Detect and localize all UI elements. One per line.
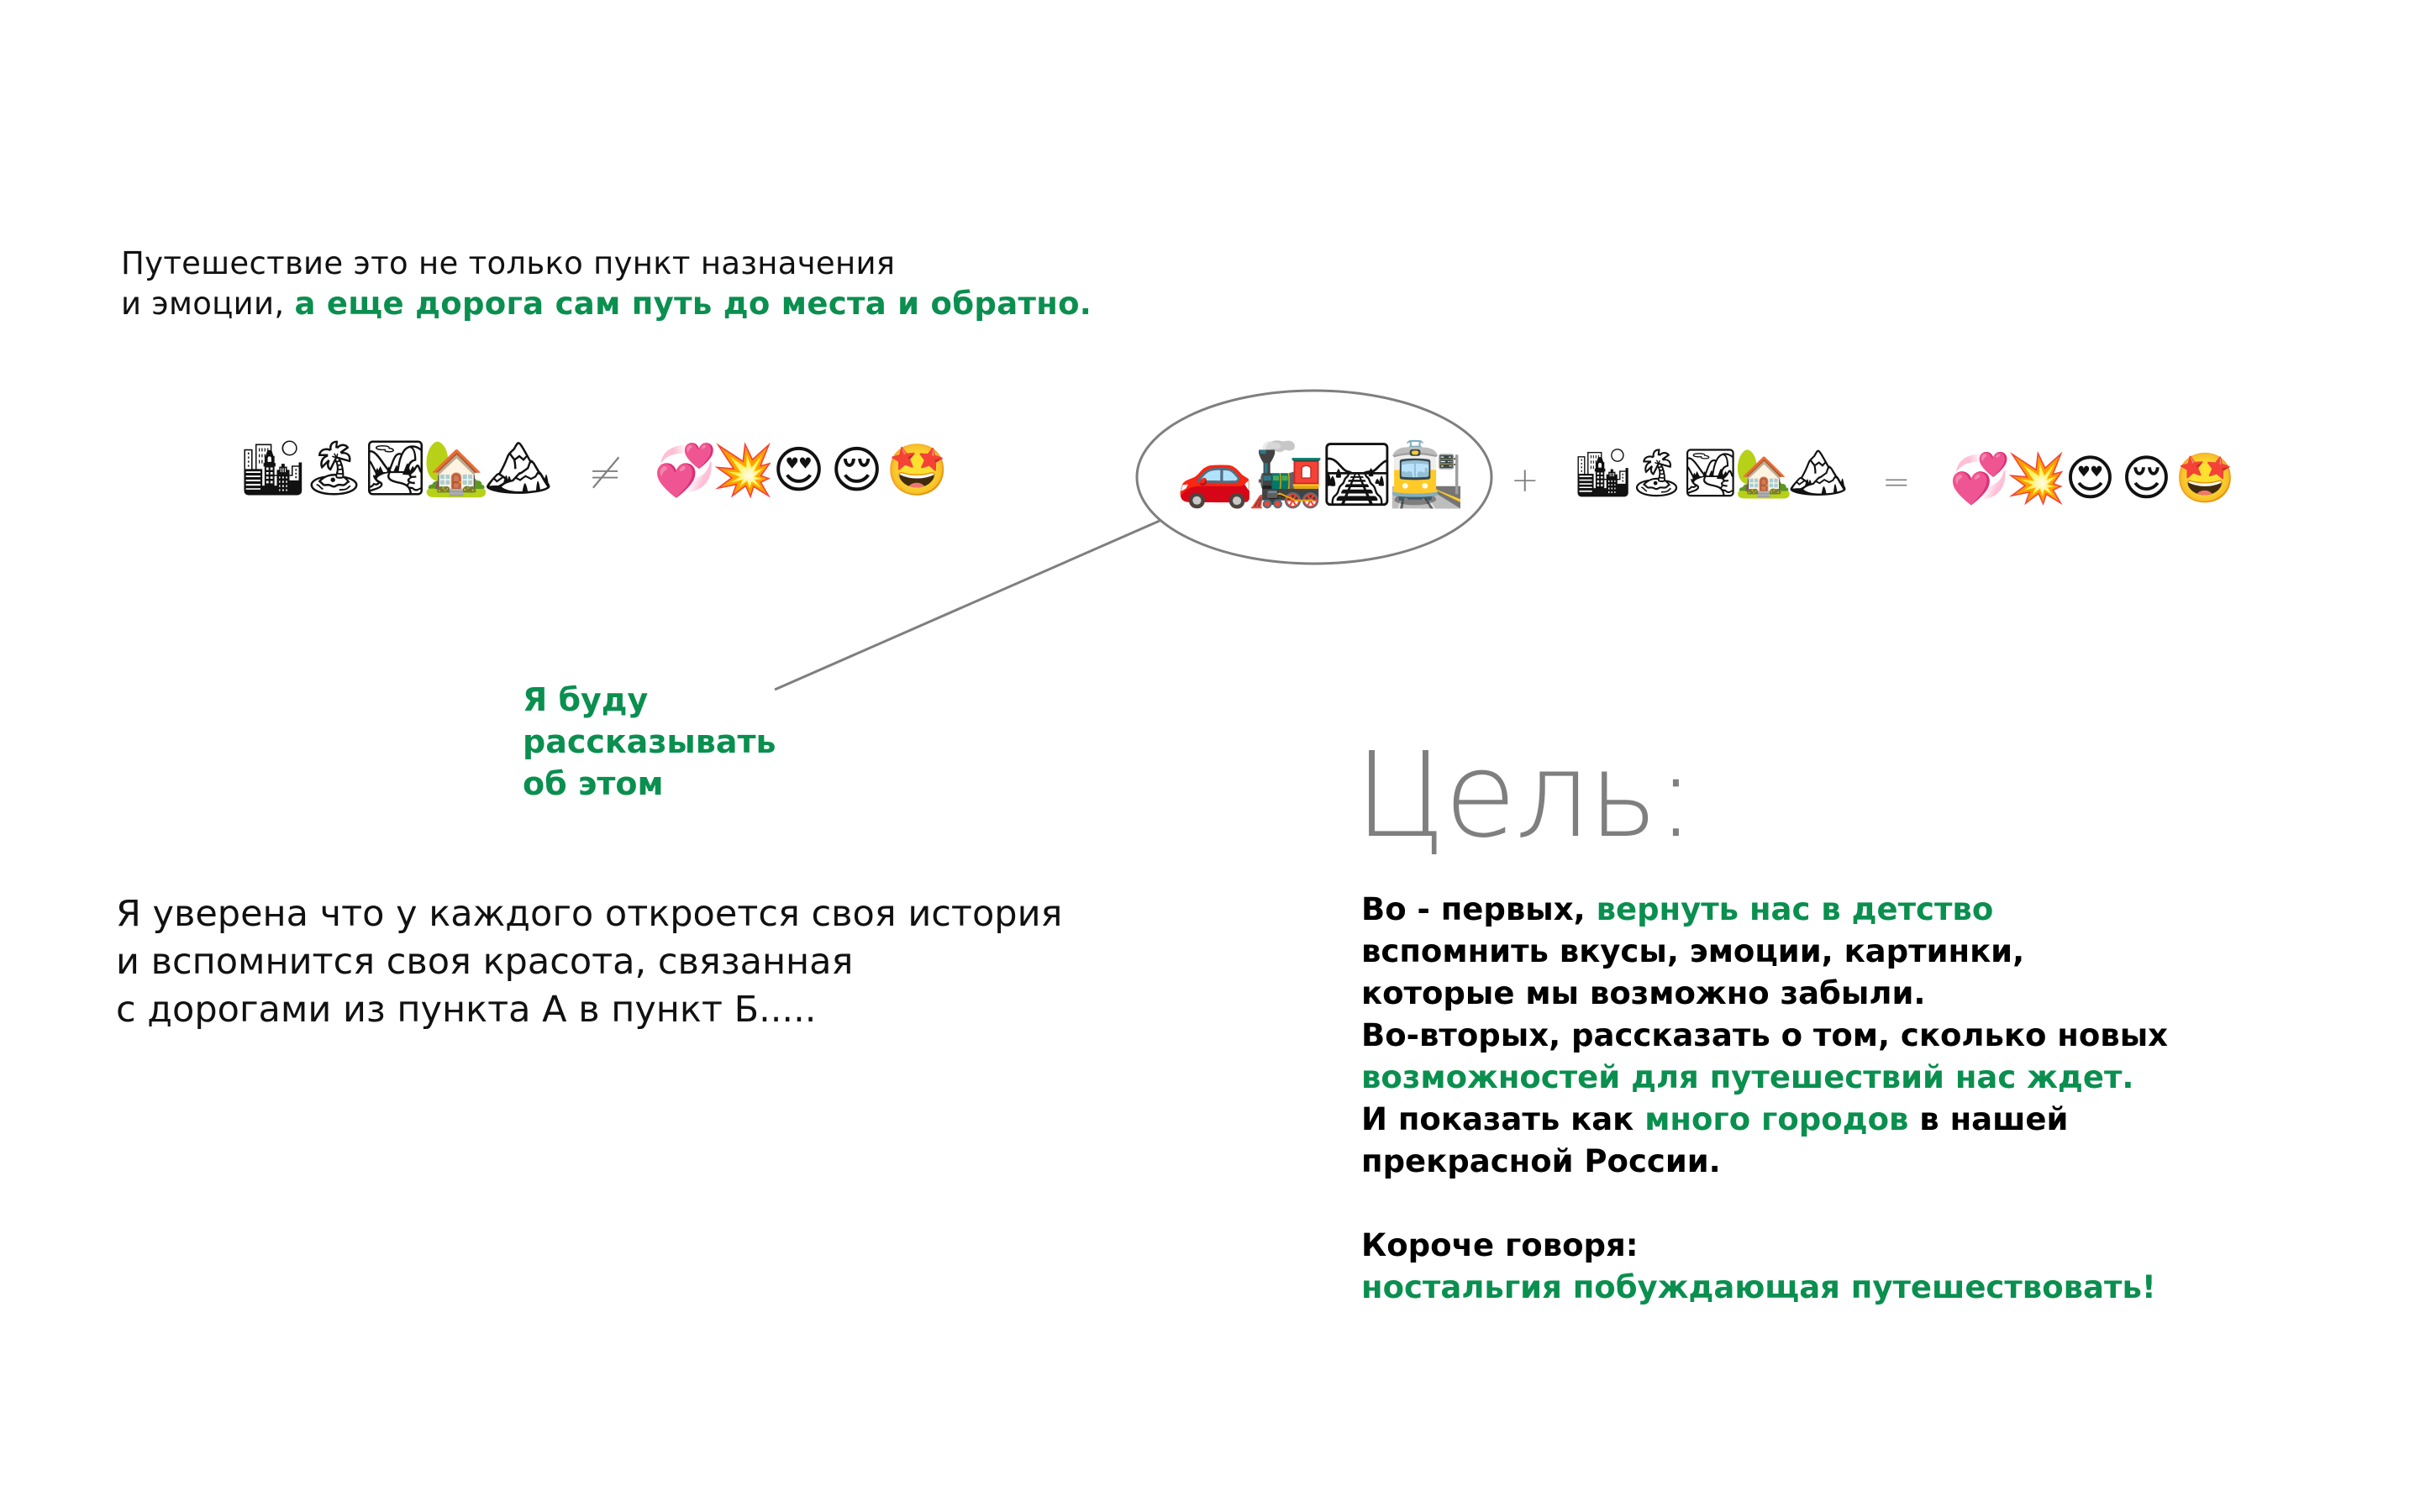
goal-highlight-text: вернуть нас в детство: [1596, 891, 1994, 927]
story-paragraph: Я уверена что у каждого откроется своя и…: [116, 890, 1062, 1034]
goal-text: И показать как: [1361, 1101, 1645, 1137]
train-station-icon: 🚉: [1388, 438, 1466, 511]
equals-sign: =: [1882, 463, 1911, 501]
cityscape-icon: 🏙: [1573, 446, 1634, 501]
goal-heading: Цель:: [1355, 727, 1696, 864]
cityscape-icon: 🏙: [239, 438, 308, 500]
heart-eyes-face-icon: 😍: [2065, 449, 2116, 507]
callout-line: об этом: [523, 765, 664, 802]
heart-eyes-face-icon: 😍: [772, 441, 825, 500]
goal-highlight-text: много городов: [1644, 1101, 1909, 1137]
intro-text: Путешествие это не только пункт назначен…: [121, 244, 1092, 324]
desert-island-icon: 🏝: [300, 438, 369, 500]
collision-icon: 💥: [712, 441, 775, 500]
relieved-face-icon: 😌: [830, 441, 883, 500]
intro-line-1: Путешествие это не только пункт назначен…: [121, 245, 896, 281]
left-emotions-emoji-row: 💞💥😍😌🤩: [654, 441, 949, 500]
story-line: с дорогами из пункта А в пункт Б.....: [116, 989, 817, 1031]
goal-line: ностальгия побуждающая путешествовать!: [1361, 1267, 2168, 1309]
journey-emoji-row: 🚗🚂🛤🚉: [1176, 438, 1466, 511]
right-places-emoji-row: 🏙🏝🏞🏡🏔: [1573, 446, 1849, 501]
goal-line: прекрасной России.: [1361, 1141, 2168, 1183]
collision-icon: 💥: [2006, 449, 2067, 507]
goal-text: Во-вторых, рассказать о том, сколько нов…: [1361, 1017, 2169, 1053]
goal-text: прекрасной России.: [1361, 1143, 1721, 1179]
goal-line: Короче говоря:: [1361, 1225, 2168, 1267]
left-places-emoji-row: 🏙🏝🏞🏡🏔: [239, 438, 553, 500]
goal-line: вспомнить вкусы, эмоции, картинки,: [1361, 931, 2168, 973]
not-equal-sign: ≠: [588, 450, 623, 497]
goal-text: вспомнить вкусы, эмоции, картинки,: [1361, 933, 2025, 969]
goal-line: Во - первых, вернуть нас в детство: [1361, 889, 2168, 931]
revolving-hearts-icon: 💞: [1949, 449, 2011, 507]
goal-text: в нашей: [1908, 1101, 2069, 1137]
goal-line: И показать как много городов в нашей: [1361, 1099, 2168, 1141]
national-park-icon: 🏞: [361, 438, 430, 500]
goal-text: которые мы возможно забыли.: [1361, 975, 1926, 1011]
goal-line: Во-вторых, рассказать о том, сколько нов…: [1361, 1015, 2168, 1057]
snow-capped-mountain-icon: 🏔: [1788, 446, 1849, 501]
star-struck-face-icon: 🤩: [886, 441, 949, 500]
intro-line-2: и эмоции, а еще дорога сам путь до места…: [121, 284, 1092, 324]
goal-text: Во - первых,: [1361, 891, 1597, 927]
right-emotions-emoji-row: 💞💥😍😌🤩: [1949, 449, 2236, 507]
goal-text: Короче говоря:: [1361, 1227, 1639, 1263]
star-struck-face-icon: 🤩: [2175, 449, 2236, 507]
goal-line: [1361, 1183, 2168, 1225]
callout-leader-line: [774, 519, 1160, 691]
national-park-icon: 🏞: [1681, 446, 1741, 501]
callout-line: рассказывать: [523, 723, 776, 760]
goal-highlight-text: ностальгия побуждающая путешествовать!: [1361, 1269, 2156, 1305]
relieved-face-icon: 😌: [2121, 449, 2172, 507]
story-line: Я уверена что у каждого откроется своя и…: [116, 893, 1063, 935]
intro-line-2-highlight: а еще дорога сам путь до места и обратно…: [294, 286, 1092, 322]
plus-sign: +: [1511, 461, 1539, 500]
house-with-garden-icon: 🏡: [1734, 446, 1793, 501]
locomotive-icon: 🚂: [1247, 438, 1325, 511]
railway-track-icon: 🛤: [1318, 438, 1397, 511]
callout-text: Я буду рассказывать об этом: [523, 679, 776, 805]
goal-line: которые мы возможно забыли.: [1361, 973, 2168, 1015]
goal-highlight-text: возможностей для путешествий нас ждет.: [1361, 1059, 2134, 1095]
intro-line-2-plain: и эмоции,: [121, 286, 295, 322]
snow-capped-mountain-icon: 🏔: [484, 438, 553, 500]
story-line: и вспомнится своя красота, связанная: [116, 941, 854, 983]
house-with-garden-icon: 🏡: [423, 438, 490, 500]
desert-island-icon: 🏝: [1627, 446, 1687, 501]
revolving-hearts-icon: 💞: [654, 441, 717, 500]
goal-line: возможностей для путешествий нас ждет.: [1361, 1057, 2168, 1099]
car-icon: 🚗: [1176, 438, 1255, 511]
callout-line: Я буду: [523, 681, 649, 718]
